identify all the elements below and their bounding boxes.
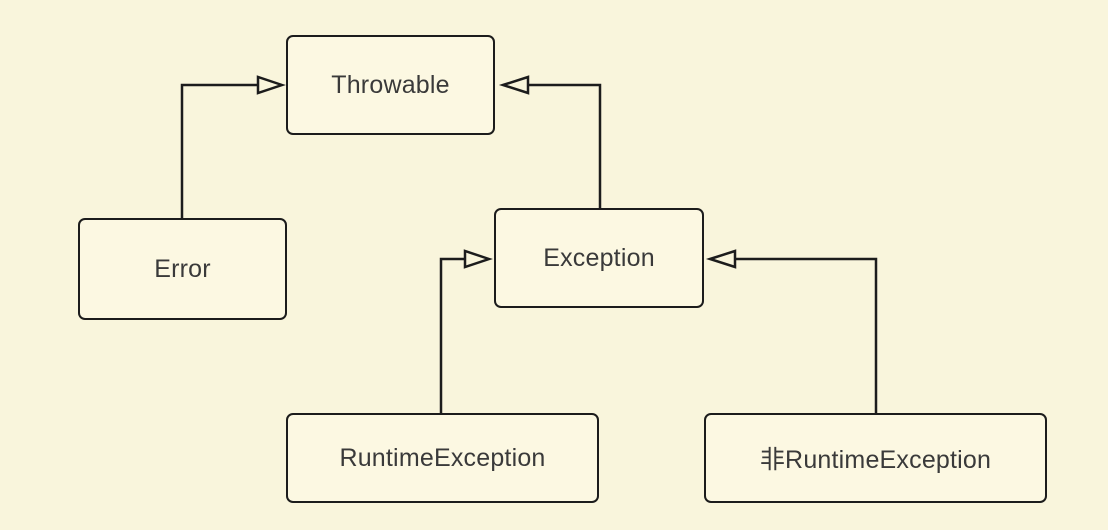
arrowhead-error-to-throwable bbox=[256, 75, 286, 95]
edge-nonruntime-to-exception bbox=[735, 257, 878, 413]
edge-exception-to-throwable bbox=[528, 83, 602, 208]
node-throwable-label: Throwable bbox=[331, 70, 450, 99]
node-non-runtime-exception-label: 非RuntimeException bbox=[759, 446, 992, 474]
arrowhead-nonruntime-to-exception bbox=[705, 249, 737, 269]
node-exception-label: Exception bbox=[543, 243, 655, 272]
arrowhead-exception-to-throwable bbox=[498, 75, 530, 95]
node-runtime-exception-label: RuntimeException bbox=[339, 443, 546, 472]
node-error: Error bbox=[78, 218, 287, 320]
node-error-label: Error bbox=[154, 254, 211, 283]
arrowhead-runtime-to-exception bbox=[463, 249, 493, 269]
node-throwable: Throwable bbox=[286, 35, 495, 135]
node-runtime-exception: RuntimeException bbox=[286, 413, 599, 503]
node-exception: Exception bbox=[494, 208, 704, 308]
edge-error-to-throwable bbox=[180, 83, 258, 218]
node-non-runtime-exception: 非RuntimeException bbox=[704, 413, 1047, 503]
edge-runtime-to-exception bbox=[439, 257, 465, 413]
